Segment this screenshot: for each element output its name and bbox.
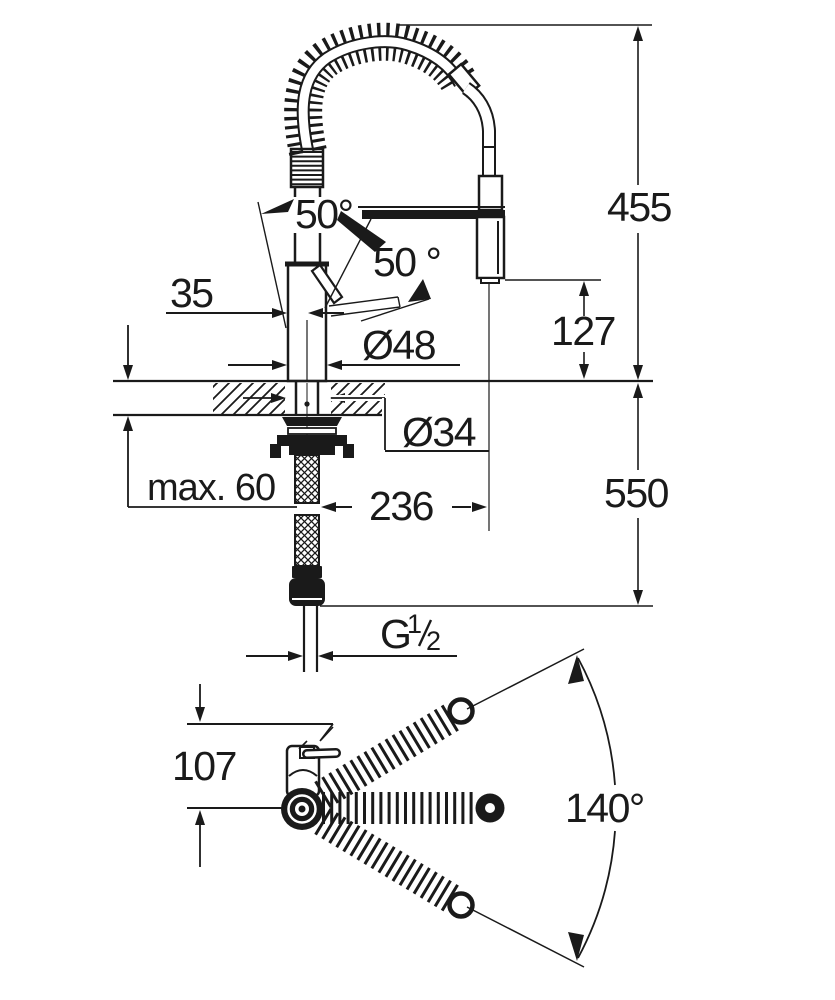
thread-numerator-label: 1 xyxy=(407,609,422,639)
top-view: 107 xyxy=(172,648,645,968)
spring-hose xyxy=(284,22,477,156)
dim-body-diameter: Ø48 xyxy=(228,322,460,370)
dim-outlet-height: 127 xyxy=(505,279,616,379)
arc-arrow-left xyxy=(261,199,294,214)
coupling-lower xyxy=(447,891,475,919)
dim-handle-offset: 35 xyxy=(166,270,344,318)
handle-offset-label: 35 xyxy=(170,270,213,316)
dock-bar xyxy=(358,206,505,219)
below-deck-length-label: 550 xyxy=(604,470,669,516)
body-top-view xyxy=(285,726,341,798)
arc-arrow-right xyxy=(337,211,386,252)
dim-max-deck-thickness: max. 60 xyxy=(123,325,297,509)
outlet-height-label: 127 xyxy=(551,308,615,354)
lever-tilted xyxy=(310,263,344,305)
dim-spout-reach: 236 xyxy=(321,483,487,529)
dim-hole-diameter: Ø34 xyxy=(243,393,489,455)
outlet-tube xyxy=(461,82,496,176)
hose-thread-end xyxy=(289,147,325,189)
max-deck-thickness-label: max. 60 xyxy=(147,467,275,509)
dim-thread-size: G 1 2 xyxy=(246,609,457,661)
dim-height-above-deck: 455 xyxy=(398,24,673,380)
thread-denominator-label: 2 xyxy=(426,626,441,656)
dim-front-offset: 107 xyxy=(172,684,334,867)
dim-below-deck-length: 550 xyxy=(320,383,670,607)
spray-head xyxy=(475,215,506,531)
braided-hose xyxy=(289,454,325,672)
dim-swivel-angle: 50 ° xyxy=(328,239,442,322)
thread-prefix-label: G xyxy=(380,611,410,657)
mounting-hardware xyxy=(270,417,354,458)
swivel-angle-label: 50 ° xyxy=(373,239,440,285)
body-diameter-label: Ø48 xyxy=(362,322,436,368)
tilt-angle-label: 50° xyxy=(295,191,353,237)
swivel-arrow xyxy=(408,279,431,302)
coupling-upper xyxy=(447,697,475,725)
hole-diameter-label: Ø34 xyxy=(402,409,476,455)
spray-holder xyxy=(477,174,504,212)
swivel-range-label: 140° xyxy=(565,785,644,831)
spout-reach-label: 236 xyxy=(369,483,433,529)
inlet-pipe xyxy=(293,187,322,262)
height-above-deck-label: 455 xyxy=(607,184,672,230)
front-view: 50° 50 ° 35 Ø48 xyxy=(113,22,673,672)
coil-boss xyxy=(281,788,323,830)
dim-tilt-angle: 50° xyxy=(261,191,386,252)
dim-swivel-range: 140° xyxy=(466,648,645,968)
spring-positions xyxy=(314,697,505,919)
front-offset-label: 107 xyxy=(172,743,236,789)
